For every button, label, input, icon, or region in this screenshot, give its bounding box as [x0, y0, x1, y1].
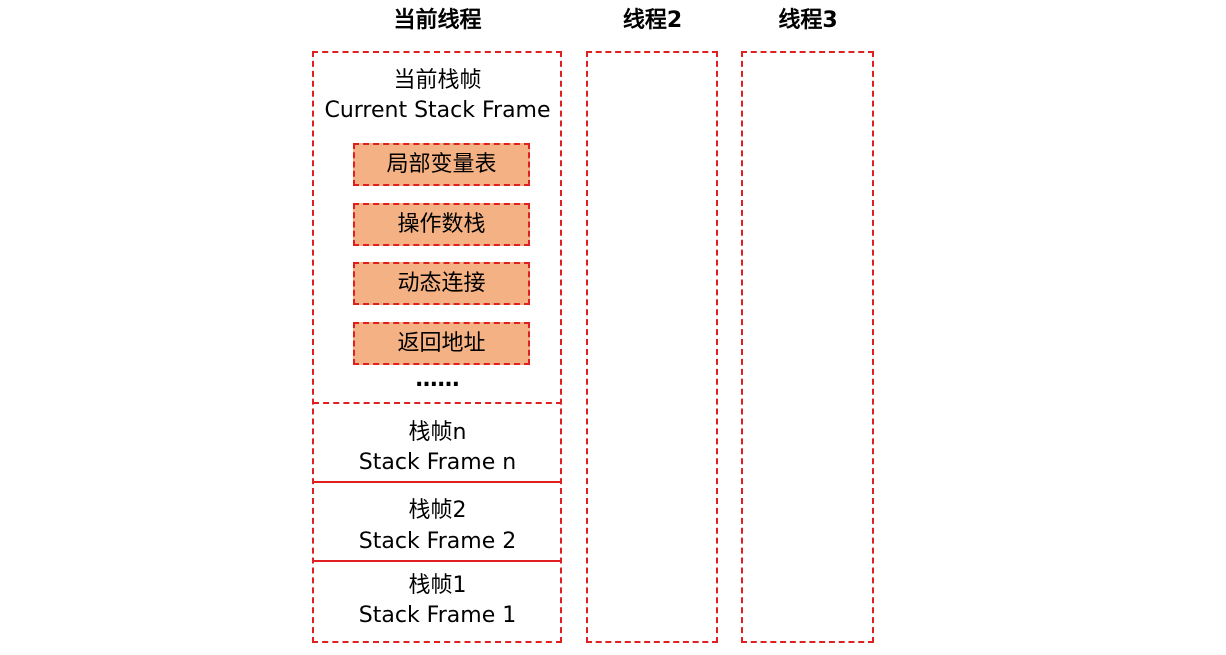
stack-frame-2-en: Stack Frame 2	[358, 529, 517, 554]
current-frame-title-en: Current Stack Frame	[324, 98, 551, 123]
stack-frame-1-en: Stack Frame 1	[358, 603, 517, 628]
dynamic-linking-box: 动态连接	[353, 262, 530, 305]
stack-frame-n-en: Stack Frame n	[358, 450, 517, 475]
stack-frame-n-cn: 栈帧n	[408, 420, 467, 445]
frame-divider-2-1	[313, 560, 562, 562]
current-thread-stack	[312, 51, 562, 643]
current-thread-title: 当前线程	[393, 8, 482, 33]
thread-3-stack	[741, 51, 874, 643]
current-frame-divider	[313, 402, 562, 404]
operand-stack-box: 操作数栈	[353, 203, 530, 246]
return-address-box: 返回地址	[353, 322, 530, 365]
stack-frame-2-cn: 栈帧2	[408, 498, 467, 523]
local-variable-table-box: 局部变量表	[353, 143, 530, 186]
thread-2-title: 线程2	[622, 8, 683, 33]
thread-3-title: 线程3	[778, 8, 838, 33]
current-frame-title-cn: 当前栈帧	[393, 68, 482, 93]
more-components-ellipsis: ……	[415, 367, 460, 392]
thread-2-stack	[586, 51, 718, 643]
frame-divider-n-2	[313, 481, 562, 483]
stack-frame-1-cn: 栈帧1	[408, 573, 467, 598]
